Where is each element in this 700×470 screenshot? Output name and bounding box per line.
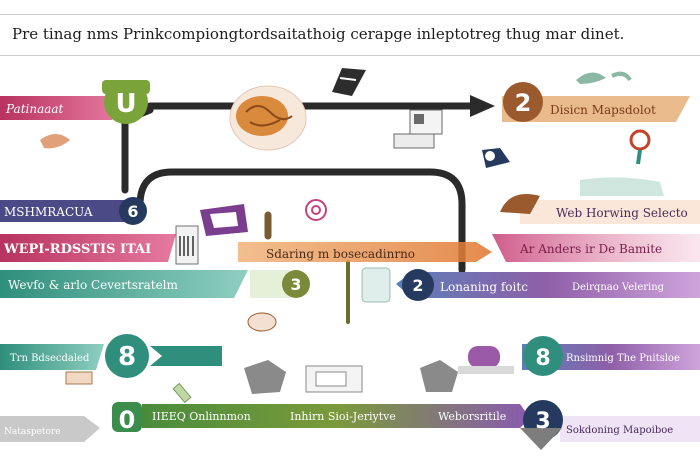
row3-left-banner [0,234,176,262]
row1-left-banner [0,96,120,120]
document-icon [393,109,443,149]
row4-left-banner [0,270,248,298]
row1-right-label: Disicn Mapsdolot [550,103,656,117]
badge-eight-b: 8 [535,346,550,371]
badge-eight-b-circle [523,336,563,376]
row6-mid2-label: Weborsritile [438,410,506,423]
cow-icon [244,360,458,394]
row2-right-pointer [500,194,540,214]
row5-left-banner [0,344,104,370]
badge-two-b-circle [402,269,434,301]
row4-right-banner [396,272,700,298]
row3-center-arrow [238,242,492,262]
plant-icon [40,71,664,196]
row6-far-left-arrow [0,416,100,442]
row4-center-left-block [250,270,290,298]
row3-right-banner [492,234,700,262]
row2-left-label: MSHMRACUA [4,205,93,219]
badge-two-circle [503,82,543,122]
row1-left-label: Patinaaat [5,102,64,116]
row6-right-label: Sokdoning Mapoiboe [566,425,673,436]
barcode-icon [175,225,199,265]
row5-right-banner [522,344,700,370]
row5-left-label: Trn Bdsecdaled [10,353,90,364]
laptop-icon [305,365,363,393]
row6-right-banner [560,416,700,442]
book-icon [332,68,366,96]
row6-left-label: IIEEQ Onlinnmon [152,410,251,423]
gears-icon [305,199,327,221]
badge-two-b: 2 [412,276,423,295]
row4-center-label: Lonaning foitc [440,280,528,294]
pencil-icon [65,371,192,404]
row1-right-banner [502,96,690,122]
badge-zero-box [112,402,142,432]
badge-eight-a-circle [105,334,149,378]
badge-u: U [115,89,136,119]
chat-icon [458,346,514,374]
badge-eight-a: 8 [118,342,136,372]
row3-right-label: Ar Anders ir De Bamite [519,242,662,256]
badge-three-a-circle [282,270,310,298]
row2-right-banner [520,200,700,224]
row3-center-label: Sdaring m bosecadinrno [266,247,415,261]
mug-icon [361,267,391,303]
row6-far-left-label: Nataspetore [4,427,61,437]
row4-right-label: Deirqnao Velering [572,282,665,293]
diagram-title: Pre tinag nms Prinkcompiongtordsaitathoi… [12,25,625,43]
magnifier-icon [629,129,651,165]
badge-six: 6 [127,202,138,221]
row6-main-banner [142,404,530,428]
row6-pointer [520,428,562,450]
diagram-title-bar: Pre tinag nms Prinkcompiongtordsaitathoi… [0,14,700,56]
brain-icon [229,85,307,151]
badge-u-cap [102,80,150,94]
badge-three-b: 3 [535,409,550,434]
row2-left-banner [0,200,130,222]
row5-left-arrow [150,346,222,366]
badge-three-a: 3 [290,275,301,294]
hat-icon [247,312,277,332]
row3-left-label: WEPI-RDSSTIS ITAI [3,242,151,257]
row5-right-label: Rnsimnig The Pnitsloe [566,353,680,364]
badge-two: 2 [515,89,532,117]
badge-six-circle [119,197,147,225]
cards-icon [200,204,248,236]
row2-right-label: Web Horwing Selecto [556,206,688,220]
arrowhead-top [470,95,495,117]
row6-mid-label: Inhirn Sioi-Jeriytve [290,410,396,423]
badge-zero: 0 [119,406,136,434]
connector-loop [136,168,466,274]
shoes-icon [482,148,510,168]
row4-left-label: Wevfo & arlo Cevertsratelm [8,278,179,292]
